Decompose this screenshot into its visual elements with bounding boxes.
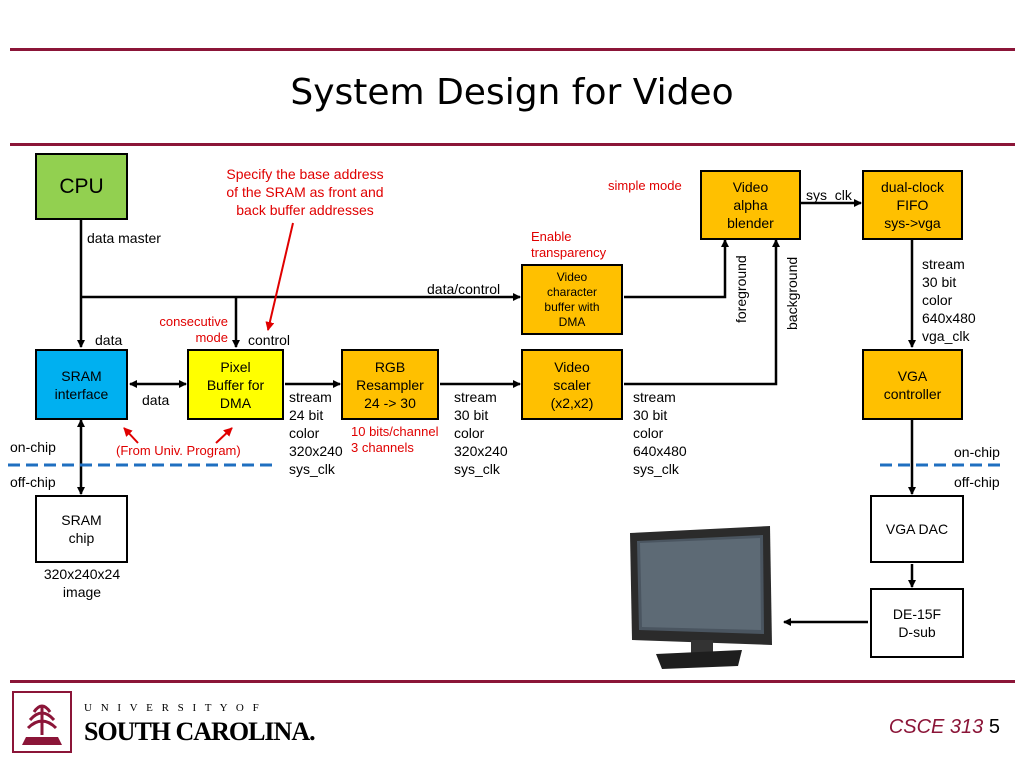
- annotation-sram-address: Specify the base address of the SRAM as …: [226, 166, 384, 218]
- sram-chip-label: SRAM chip: [61, 512, 102, 546]
- footer-rule: [10, 680, 1015, 683]
- alpha-blender-label: Video alpha blender: [727, 179, 774, 231]
- top-rule: [10, 48, 1015, 51]
- stream-label-4: stream 30 bit color 640x480 vga_clk: [922, 256, 976, 344]
- title-rule: [10, 143, 1015, 146]
- dual-fifo-label: dual-clock FIFO sys->vga: [880, 179, 945, 231]
- stream-label-1: stream 24 bit color 320x240 sys_clk: [289, 389, 343, 477]
- annotation-univ-program: (From Univ. Program): [116, 443, 241, 458]
- annotation-bits-channel: 10 bits/channel 3 channels: [351, 424, 439, 455]
- sys-clk-label: sys_clk: [806, 187, 852, 203]
- annotation-simple-mode: simple mode: [608, 178, 682, 193]
- on-chip-label-left: on-chip: [10, 439, 56, 455]
- data-label-left: data: [95, 332, 123, 348]
- dual-fifo-box: dual-clock FIFO sys->vga: [862, 170, 963, 240]
- off-chip-label-right: off-chip: [954, 474, 1000, 490]
- course-name: CSCE 313: [888, 716, 984, 738]
- wire-scaler-background: [624, 239, 780, 386]
- cpu-box-label: CPU: [59, 174, 104, 198]
- char-buffer-label: Video character buffer with DMA: [544, 269, 600, 329]
- alpha-blender-box: Video alpha blender: [700, 170, 801, 240]
- logo-line-1: U N I V E R S I T Y O F: [84, 702, 262, 714]
- annotation-arrow-univ-right: [215, 427, 233, 444]
- rgb-resampler-box: RGB Resampler 24 -> 30: [341, 349, 439, 420]
- page-number: 5: [988, 716, 1000, 738]
- annotation-arrow-univ-left: [123, 427, 139, 444]
- usc-seal-icon: [12, 691, 72, 753]
- vga-dac-label: VGA DAC: [885, 521, 949, 537]
- pixel-buffer-box: Pixel Buffer for DMA: [187, 349, 284, 420]
- monitor-icon: [630, 526, 772, 669]
- annotation-consecutive-mode: consecutive mode: [159, 314, 228, 345]
- sram-image-label: 320x240x24 image: [43, 566, 121, 600]
- vga-dac-box: VGA DAC: [870, 495, 964, 563]
- foreground-label: foreground: [733, 255, 749, 323]
- data-label-mid: data: [142, 392, 170, 408]
- off-chip-label-left: off-chip: [10, 474, 56, 490]
- sram-interface-label: SRAM interface: [54, 367, 109, 402]
- control-label: control: [248, 332, 291, 348]
- background-label: background: [784, 256, 800, 330]
- dsub-box: DE-15F D-sub: [870, 588, 964, 658]
- sram-chip-box: SRAM chip: [35, 495, 128, 563]
- stream-label-3: stream 30 bit color 640x480 sys_clk: [633, 389, 687, 477]
- logo-line-2: SOUTH CAROLINA.: [84, 717, 316, 746]
- video-scaler-box: Video scaler (x2,x2): [521, 349, 623, 420]
- video-scaler-label: Video scaler (x2,x2): [550, 358, 594, 411]
- footer-course: CSCE 313 5: [889, 716, 1000, 739]
- on-chip-label-right: on-chip: [954, 444, 1000, 460]
- dsub-label: DE-15F D-sub: [892, 606, 942, 640]
- sram-interface-box: SRAM interface: [35, 349, 128, 420]
- data-control-label: data/control: [427, 281, 501, 297]
- pixel-buffer-label: Pixel Buffer for DMA: [206, 358, 265, 411]
- stream-label-2: stream 30 bit color 320x240 sys_clk: [454, 389, 508, 477]
- data-master-label: data master: [87, 230, 161, 246]
- cpu-box: CPU: [35, 153, 128, 220]
- slide-title: System Design for Video: [290, 72, 734, 113]
- annotation-enable-transparency: Enable transparency: [531, 229, 607, 260]
- wire-char-foreground: [624, 239, 729, 299]
- char-buffer-box: Video character buffer with DMA: [521, 264, 623, 335]
- vga-controller-box: VGA controller: [862, 349, 963, 420]
- annotation-arrow-address: [265, 222, 294, 331]
- vga-controller-label: VGA controller: [883, 367, 942, 402]
- rgb-resampler-label: RGB Resampler 24 -> 30: [356, 358, 424, 411]
